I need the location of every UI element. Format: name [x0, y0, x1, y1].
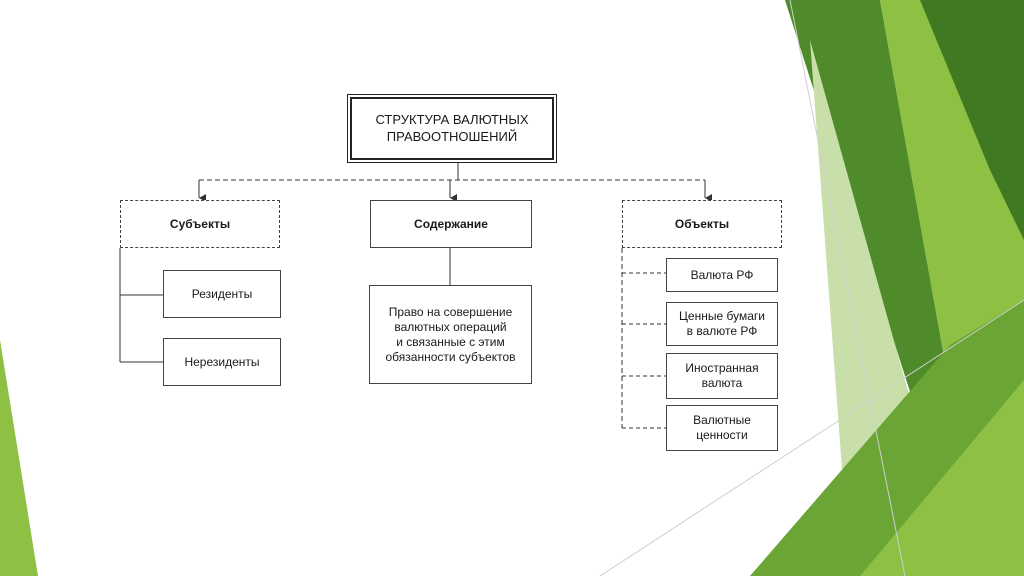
- subjects-node: Субъекты: [120, 200, 280, 248]
- object-foreign-currency-node: Иностранная валюта: [666, 353, 778, 399]
- content-node: Содержание: [370, 200, 532, 248]
- object-currency-rf-node: Валюта РФ: [666, 258, 778, 292]
- objects-node: Объекты: [622, 200, 782, 248]
- residents-node: Резиденты: [163, 270, 281, 318]
- object-valuables-node: Валютные ценности: [666, 405, 778, 451]
- content-detail-node: Право на совершение валютных операций и …: [369, 285, 532, 384]
- root-node: СТРУКТУРА ВАЛЮТНЫХ ПРАВООТНОШЕНИЙ: [347, 94, 557, 163]
- nonresidents-node: Нерезиденты: [163, 338, 281, 386]
- object-securities-node: Ценные бумаги в валюте РФ: [666, 302, 778, 346]
- left-green-wedge: [0, 340, 38, 576]
- thin-diagonal-line: [599, 299, 1024, 576]
- bottom-bright-wedge: [860, 380, 1024, 576]
- thin-vertical-line: [789, 0, 906, 576]
- right-top-dark-panel: [920, 0, 1024, 240]
